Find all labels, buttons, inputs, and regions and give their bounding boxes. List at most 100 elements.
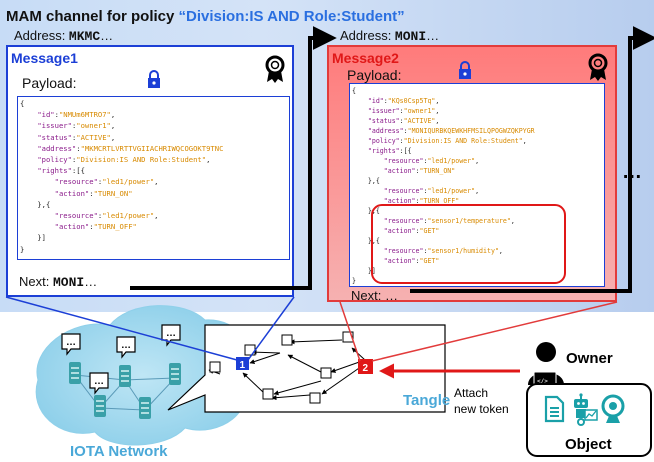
tangle-node [309, 392, 321, 404]
payload-line: },{ [20, 201, 50, 208]
json-key: "policy" [367, 137, 400, 145]
tangle-node [262, 388, 274, 400]
json-value: "ACTIVE" [403, 117, 436, 125]
json-punct: { [20, 99, 25, 108]
address2-label: Address: [340, 28, 395, 43]
tangle-node [342, 331, 354, 343]
server-icon [69, 362, 81, 384]
json-key: "action" [54, 222, 90, 232]
json-punct: : [415, 197, 420, 205]
node2-label: 2 [363, 363, 369, 374]
json-value: "MKMCRTLVRTTVGIIACHRIWQCOGOKT9TNC [80, 143, 224, 153]
json-punct: : [71, 155, 77, 164]
json-punct: : [423, 187, 428, 195]
iota-network-label: IOTA Network [70, 443, 168, 460]
json-punct: : [415, 257, 420, 265]
json-key: "status" [37, 132, 72, 142]
message1-payload-code: { "id":"NMUm6MTRO7", "issuer":"owner1", … [17, 96, 290, 260]
payload-line: "status":"ACTIVE", [20, 132, 115, 142]
message2-card: Message2 Payload: { "id":"KQs0Csp5Tq", "… [327, 45, 617, 303]
json-key: "resource" [383, 157, 424, 165]
message1-link-right [247, 296, 295, 361]
speech-bubble-icon: … [61, 333, 81, 356]
json-punct: : [403, 127, 408, 135]
json-punct: : [383, 97, 388, 105]
json-punct: : [97, 211, 103, 220]
message1-next: Next: MONI… [19, 274, 97, 290]
json-punct: , [110, 121, 116, 131]
address2-value: MONI [394, 29, 427, 44]
json-punct: { [352, 87, 356, 95]
json-punct: : [71, 121, 77, 131]
payload-line: "issuer":"owner1", [352, 108, 440, 115]
bubble-text: … [66, 337, 76, 348]
json-value: "TURN_OFF" [419, 197, 460, 205]
certificate-icon [588, 53, 608, 81]
address2-suffix: … [426, 28, 440, 43]
lock-icon [459, 61, 471, 79]
payload-line: } [352, 278, 356, 285]
message2-next: Next: … [351, 288, 398, 303]
json-key: "action" [383, 257, 416, 265]
payload-line: "id":"NMUm6MTRO7", [20, 111, 115, 118]
payload-line: "action":"TURN_ON" [20, 189, 133, 197]
tangle-node [320, 367, 332, 379]
message2-address: Address: MONI… [340, 28, 439, 44]
json-key: "rights" [37, 166, 72, 176]
bubble-text: … [121, 340, 131, 351]
json-key: "resource" [383, 247, 424, 255]
json-key: "id" [37, 110, 55, 120]
message2-title: Message2 [332, 50, 399, 66]
json-value: "KQs0Csp5Tq" [387, 97, 436, 105]
message1-link-left [5, 296, 238, 361]
payload-line: "status":"ACTIVE", [352, 117, 440, 125]
json-key: "action" [383, 197, 416, 205]
message2-payload-code: { "id":"KQs0Csp5Tq", "issuer":"owner1", … [349, 83, 605, 287]
robot-icon [574, 393, 588, 426]
title-prefix: MAM channel for policy [6, 8, 179, 25]
json-punct: , [475, 157, 480, 165]
lock-icon [148, 70, 160, 88]
payload-line: "action":"TURN_ON" [352, 168, 455, 175]
json-key: "address" [367, 127, 404, 135]
payload-line: "policy":"Division:IS AND Role:Student", [20, 156, 210, 163]
json-key: "action" [383, 227, 416, 235]
address1-label: Address: [14, 28, 69, 43]
node1-label: 1 [240, 360, 246, 371]
json-value: "led1/power" [102, 177, 155, 187]
new-rights-highlight [371, 204, 566, 284]
json-punct: : [423, 217, 428, 225]
json-punct: : [423, 157, 428, 165]
server-icon [119, 365, 131, 387]
payload-line: "resource":"led1/power", [20, 178, 159, 185]
certificate-icon [265, 55, 285, 83]
json-value: "led1/power" [102, 211, 155, 220]
message1-next-suffix: … [84, 274, 98, 289]
tangle-node [209, 361, 221, 373]
chain-arrow-1 [130, 26, 337, 290]
json-punct: , [475, 187, 480, 195]
bubble-text: … [94, 376, 104, 387]
json-punct: , [510, 217, 515, 225]
webcam-icon [601, 394, 625, 423]
payload-line: "action":"GET" [352, 227, 440, 235]
json-punct: , [435, 117, 440, 125]
json-key: "resource" [383, 187, 424, 195]
payload-line: { [20, 100, 24, 107]
payload-line: "action":"TURN_OFF" [20, 223, 137, 230]
json-key: "resource" [383, 217, 424, 225]
chart-icon [584, 409, 598, 421]
json-value: "sensor1/humidity" [427, 247, 499, 255]
json-punct: : [399, 117, 404, 125]
json-punct: } [20, 244, 25, 254]
payload-line: "address":"MKMCRTLVRTTVGIIACHRIWQCOGOKT9… [20, 145, 223, 152]
json-value: "led1/power" [427, 157, 476, 165]
payload-line: "issuer":"owner1", [20, 122, 115, 129]
owner-label: Owner [566, 350, 613, 367]
address1-suffix: … [100, 28, 114, 43]
server-icon [94, 395, 106, 417]
attach-label-line1: Attach [454, 386, 488, 400]
json-punct: : [89, 222, 94, 232]
json-value: "Division:IS AND Role:Student" [403, 137, 523, 145]
